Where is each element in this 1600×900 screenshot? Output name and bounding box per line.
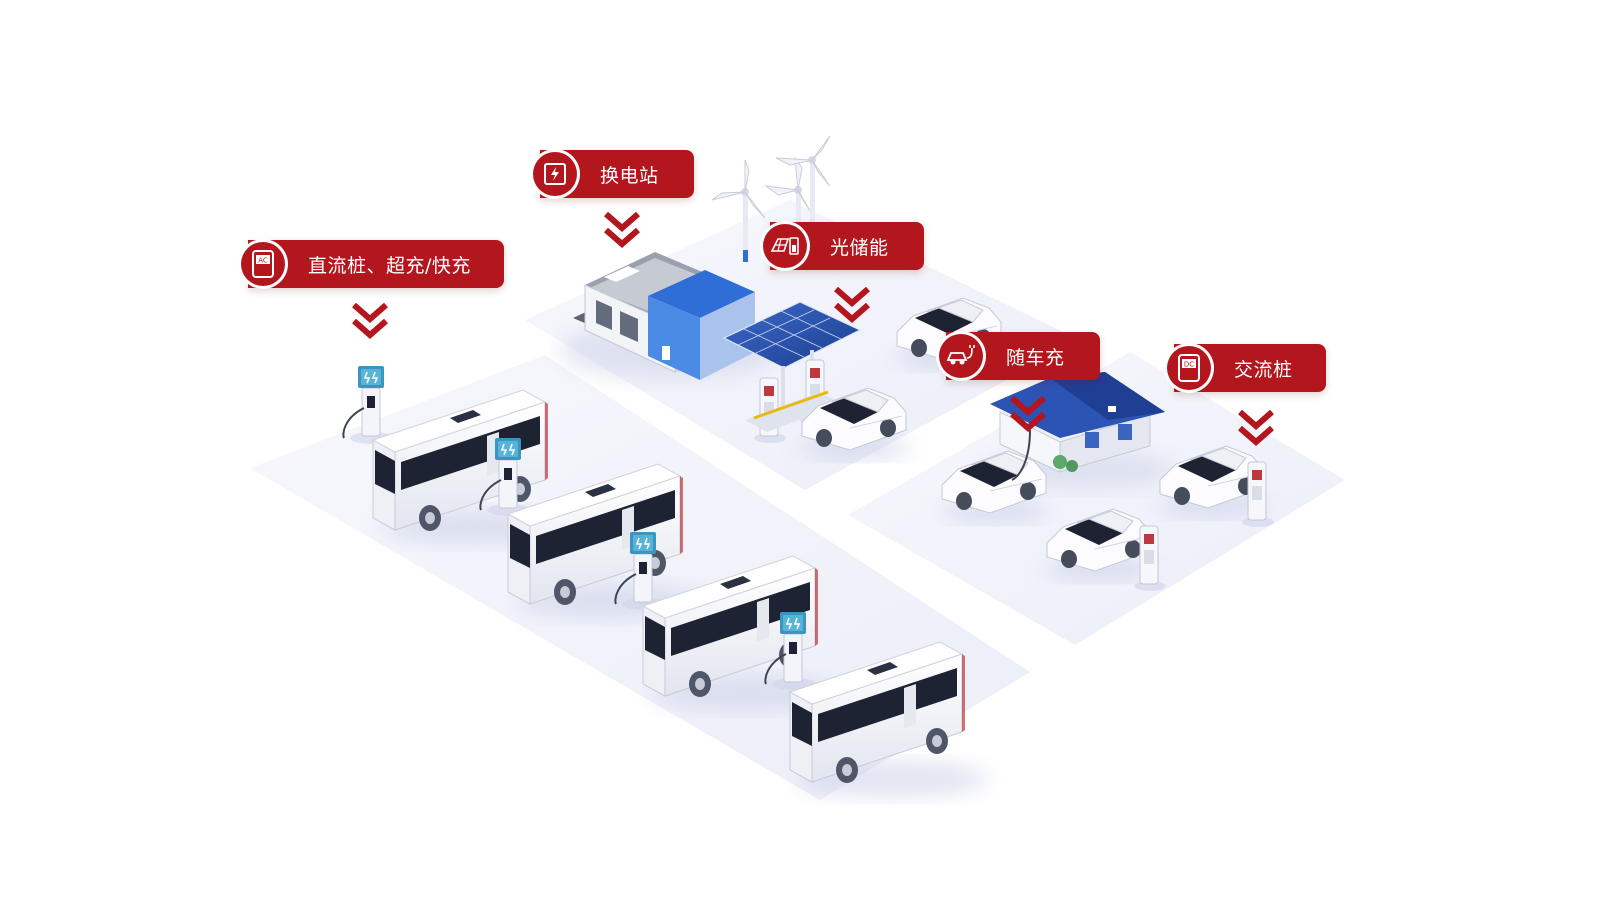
battery-swap-icon: [530, 149, 580, 199]
label-text: 随车充: [1006, 346, 1065, 369]
label-dc-charger: AC 直流桩、超充/快充: [238, 239, 504, 289]
down-chevron-icon: [604, 212, 640, 250]
down-chevron-icon: [352, 303, 388, 341]
label-text: 换电站: [600, 164, 659, 187]
solar-storage-icon: [760, 221, 810, 271]
label-text: 直流桩、超充/快充: [308, 254, 471, 277]
solar-canopy: [722, 301, 862, 444]
mobile-charging-icon: [936, 331, 986, 381]
down-chevron-icon: [1010, 396, 1046, 434]
label-ac-charger: DC 交流桩: [1164, 343, 1326, 393]
label-mobile-charging: 随车充: [936, 331, 1100, 381]
charger-dc-icon: DC: [1164, 343, 1214, 393]
label-solar-storage: 光储能: [760, 221, 924, 271]
residential-pad: [848, 352, 1345, 645]
svg-text:DC: DC: [1184, 361, 1194, 369]
down-chevron-icon: [834, 287, 870, 325]
battery-swap-station: [560, 252, 780, 380]
wind-turbine: [775, 135, 831, 230]
down-chevron-icon: [1238, 410, 1274, 448]
label-text: 交流桩: [1234, 358, 1293, 381]
label-text: 光储能: [830, 236, 889, 259]
label-battery-swap: 换电站: [530, 149, 694, 199]
wind-turbine: [764, 156, 813, 230]
svg-text:AC: AC: [258, 257, 268, 265]
charger-ac-icon: AC: [238, 239, 288, 289]
wind-turbine: [711, 159, 766, 262]
